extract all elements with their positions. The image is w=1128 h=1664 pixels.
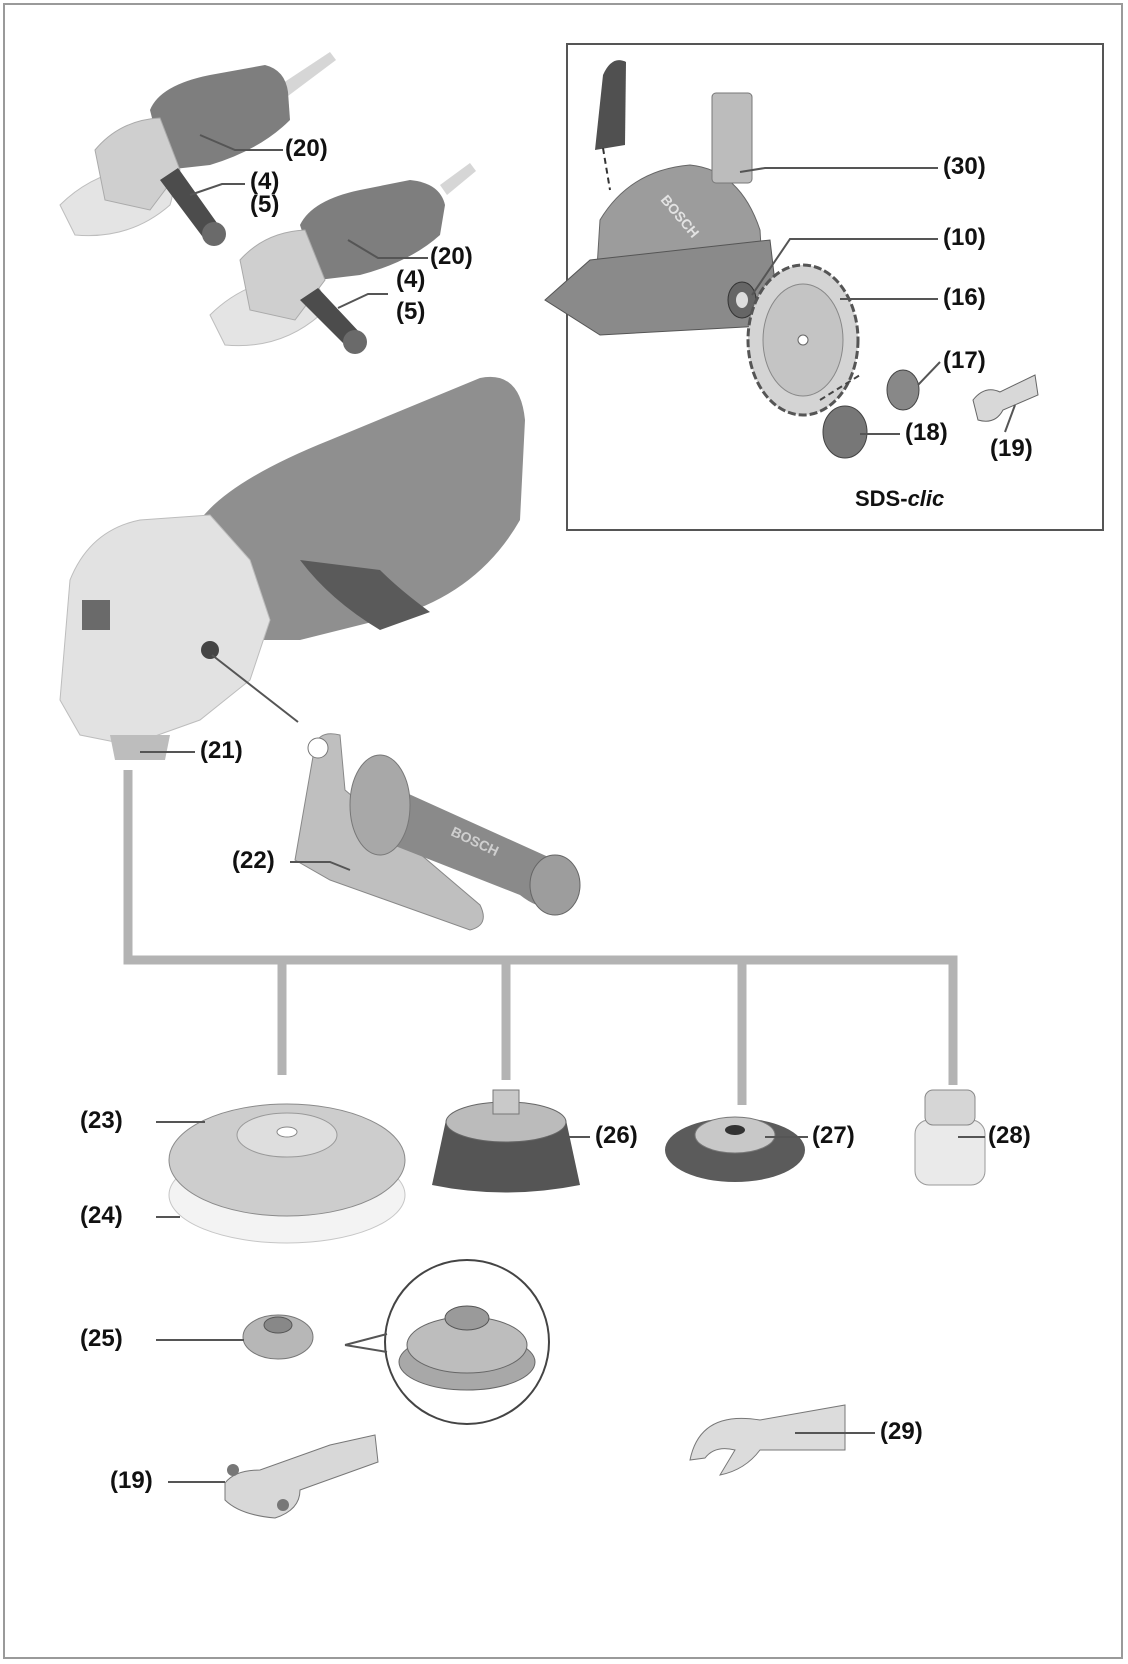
leader-lines xyxy=(140,134,1016,1483)
label-21: (21) xyxy=(200,737,243,764)
label-5-top-1: (5) xyxy=(250,191,280,218)
leader-main-guard xyxy=(211,654,299,723)
polishing-disc-23-24 xyxy=(168,1103,406,1244)
inset-quick-nut-18 xyxy=(819,374,868,459)
label-18: (18) xyxy=(905,419,948,446)
angle-grinder-top-2 xyxy=(209,163,476,354)
angle-grinder-top-1 xyxy=(59,52,336,246)
side-handle-22-assembly: BOSCH xyxy=(349,754,581,916)
label-26: (26) xyxy=(595,1122,638,1149)
inset-auxiliary-handle xyxy=(595,60,626,191)
label-29: (29) xyxy=(880,1418,923,1445)
sds-suffix: clic xyxy=(907,486,945,511)
sds-prefix: SDS- xyxy=(855,486,908,511)
label-10: (10) xyxy=(943,224,986,251)
page-frame xyxy=(3,3,1123,1659)
sds-clic-label: SDS-clic xyxy=(855,486,944,512)
clamping-nut-25 xyxy=(242,1314,314,1360)
side-handle-4 xyxy=(160,168,222,240)
label-20-top-1: (20) xyxy=(285,135,328,162)
cup-brush-26 xyxy=(432,1089,580,1193)
conical-brush-27 xyxy=(665,1116,805,1182)
accessory-branch-lines xyxy=(123,770,958,1105)
label-23: (23) xyxy=(80,1107,123,1134)
label-24: (24) xyxy=(80,1202,123,1229)
inset-cutting-guard-30: BOSCH xyxy=(544,92,781,336)
label-5-top-2: (5) xyxy=(396,298,426,325)
label-30: (30) xyxy=(943,153,986,180)
label-19-inset: (19) xyxy=(990,435,1033,462)
label-17: (17) xyxy=(943,347,986,374)
inset-wrench-19 xyxy=(972,374,1039,422)
label-4-top-1: (4) xyxy=(250,168,280,195)
label-16: (16) xyxy=(943,284,986,311)
label-20-top-2: (20) xyxy=(430,243,473,270)
inset-clamping-nut-17 xyxy=(886,369,920,411)
label-28: (28) xyxy=(988,1122,1031,1149)
label-22: (22) xyxy=(232,847,275,874)
label-25: (25) xyxy=(80,1325,123,1352)
pin-wrench-19 xyxy=(224,1434,379,1519)
inset-diamond-blade-16 xyxy=(746,263,860,417)
open-end-wrench-29 xyxy=(689,1404,846,1476)
label-27: (27) xyxy=(812,1122,855,1149)
label-19-bottom: (19) xyxy=(110,1467,153,1494)
label-4-top-2: (4) xyxy=(396,266,426,293)
clamping-nut-25-zoom xyxy=(344,1259,550,1425)
angle-grinder-main xyxy=(59,376,525,760)
